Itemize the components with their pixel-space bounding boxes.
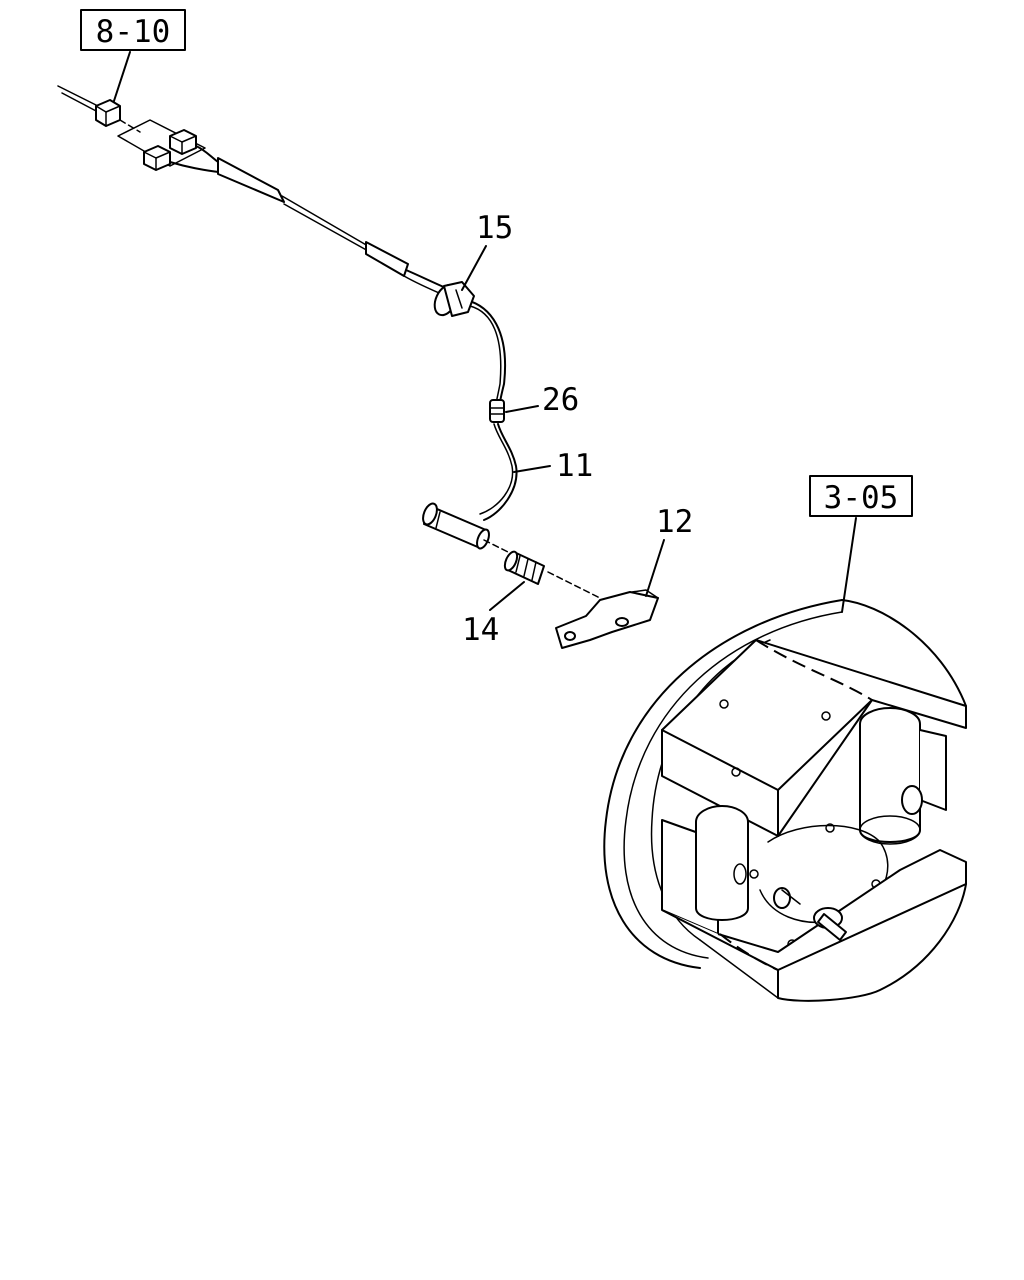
part-12-bracket[interactable]: [555, 589, 659, 649]
reference-label-3-05: 3-05: [824, 480, 899, 516]
callout-14: 14: [462, 612, 499, 648]
reference-label-8-10: 8-10: [96, 14, 171, 50]
reference-box-3-05[interactable]: 3-05: [809, 475, 913, 517]
callout-26: 26: [542, 382, 579, 418]
axis-dash-line-2: [547, 571, 601, 599]
leader-12: [645, 539, 665, 597]
axis-dash-line: [483, 539, 509, 553]
part-11-sensor[interactable]: [420, 502, 491, 551]
leader-3-05: [841, 517, 857, 613]
leader-8-10: [111, 51, 131, 108]
part-14-sleeve[interactable]: [502, 550, 545, 585]
callout-11: 11: [556, 448, 593, 484]
connector-dash-line: [119, 119, 141, 133]
leader-15: [461, 245, 487, 291]
callout-12: 12: [656, 504, 693, 540]
part-15-grommet[interactable]: [430, 281, 475, 318]
leader-11: [513, 465, 551, 473]
part-26-clip[interactable]: [489, 399, 505, 423]
brake-drum-assembly[interactable]: [603, 599, 967, 1002]
harness-connector-pair[interactable]: [117, 119, 219, 173]
reference-box-8-10[interactable]: 8-10: [80, 9, 186, 51]
leader-26: [505, 405, 539, 413]
callout-15: 15: [476, 210, 513, 246]
sensor-cable[interactable]: [217, 157, 518, 521]
leader-14: [489, 581, 525, 611]
harness-end-plug[interactable]: [57, 85, 121, 127]
